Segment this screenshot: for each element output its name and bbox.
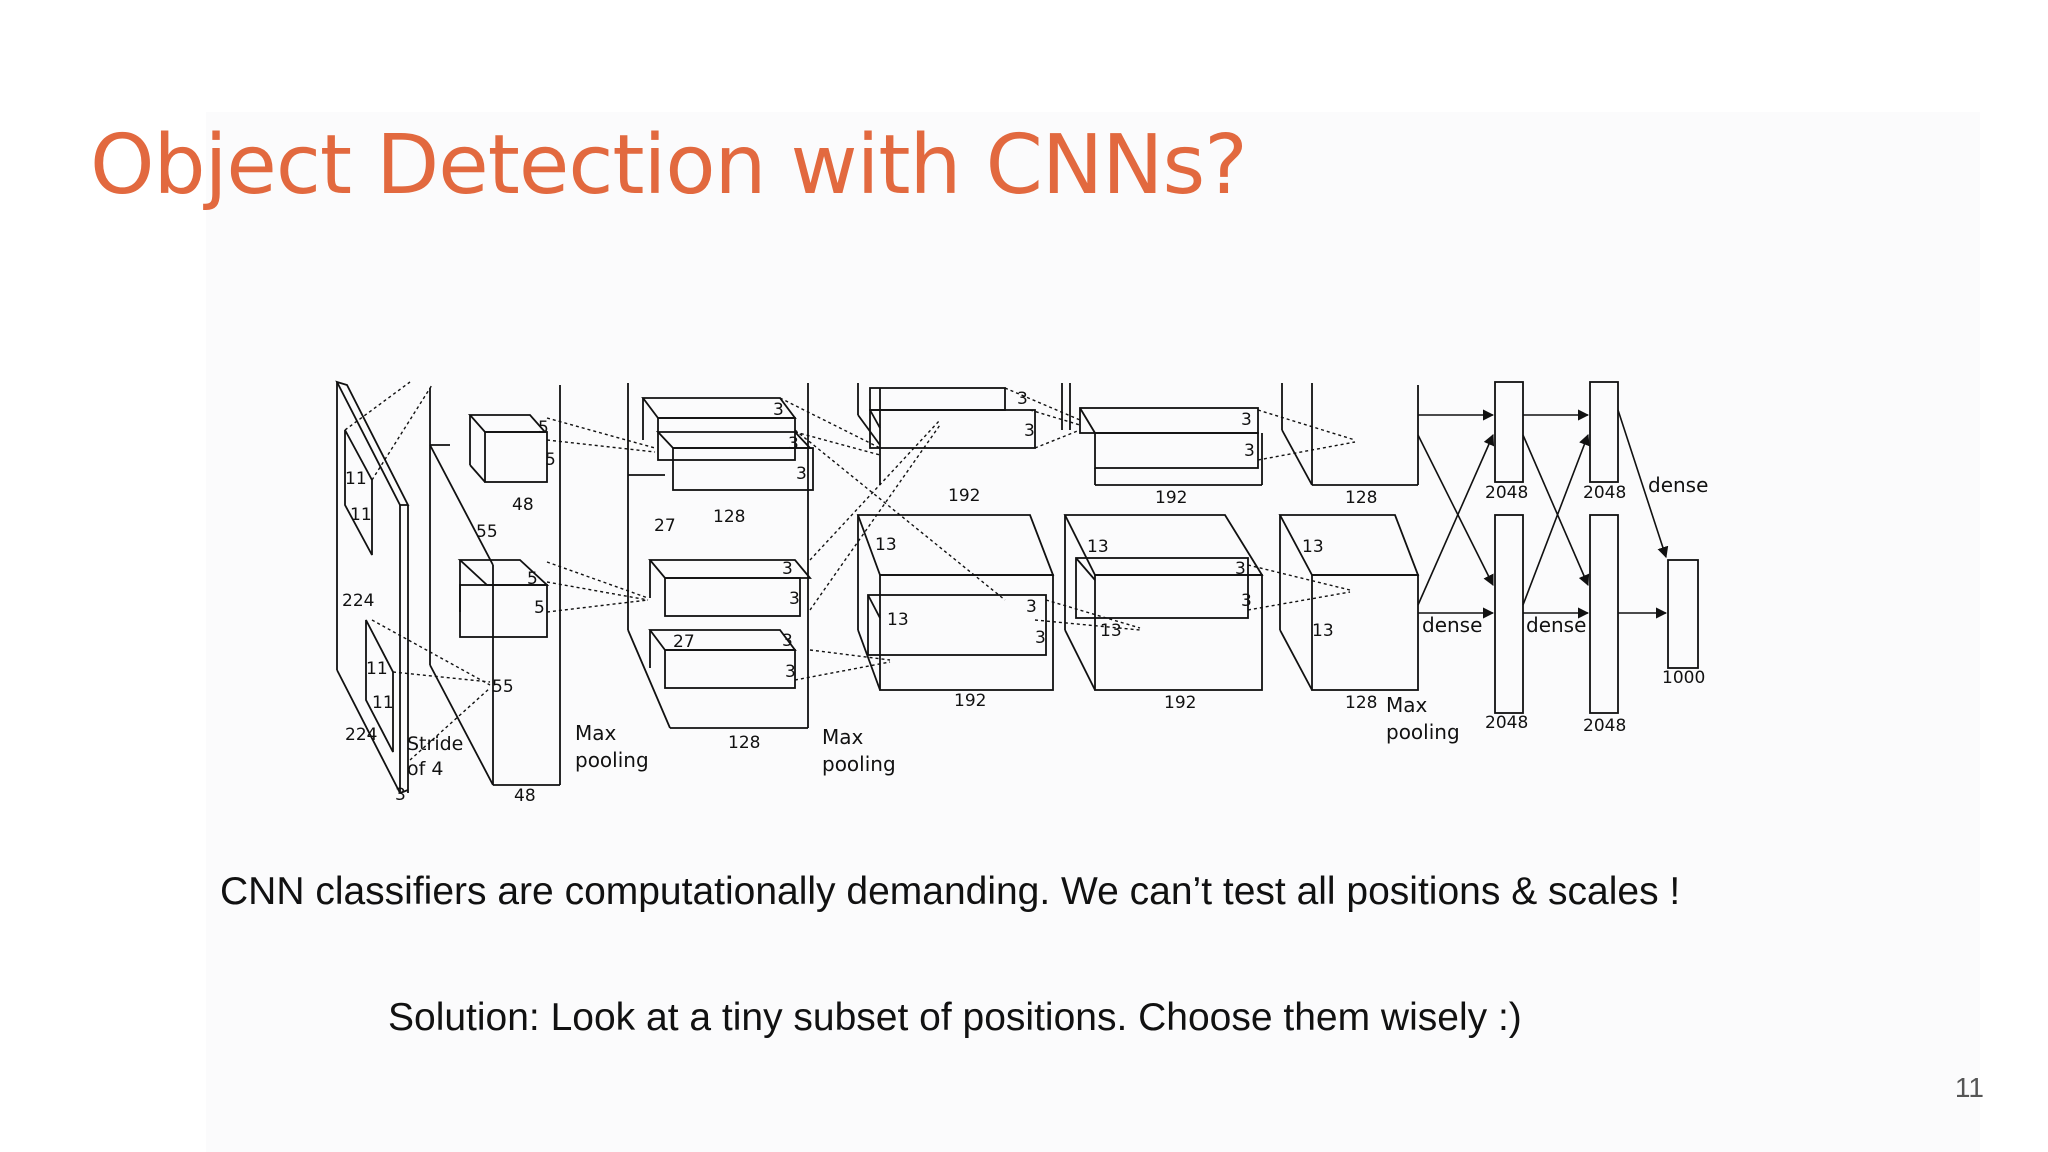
label-3j: 3 xyxy=(1026,597,1037,617)
label-pooling-2: pooling xyxy=(822,752,896,776)
label-192d: 192 xyxy=(1164,693,1196,713)
page-number: 11 xyxy=(1954,1072,1984,1103)
label-3a: 3 xyxy=(773,400,784,420)
label-128a: 128 xyxy=(713,507,745,527)
label-3d: 3 xyxy=(782,559,793,579)
slide-background xyxy=(206,112,1980,1152)
label-128d: 128 xyxy=(1345,693,1377,713)
label-192b: 192 xyxy=(954,691,986,711)
label-3f: 3 xyxy=(782,631,793,651)
label-2048b: 2048 xyxy=(1583,483,1626,503)
label-192a: 192 xyxy=(948,486,980,506)
label-13c: 13 xyxy=(1087,537,1109,557)
label-stride: Stride xyxy=(407,733,463,755)
label-dense-1: dense xyxy=(1422,613,1482,637)
label-27a: 27 xyxy=(654,516,676,536)
slide-title: Object Detection with CNNs? xyxy=(90,118,1248,213)
label-11a: 11 xyxy=(345,469,367,489)
label-3o: 3 xyxy=(1241,591,1252,611)
label-13f: 13 xyxy=(1312,621,1334,641)
label-13e: 13 xyxy=(1302,537,1324,557)
label-13b: 13 xyxy=(887,610,909,630)
label-3i: 3 xyxy=(1024,421,1035,441)
label-3b: 3 xyxy=(788,434,799,454)
label-3-channels: 3 xyxy=(395,785,406,805)
label-max-3: Max xyxy=(1386,693,1428,717)
body-text-line-2: Solution: Look at a tiny subset of posit… xyxy=(388,996,1522,1039)
label-2048d: 2048 xyxy=(1583,716,1626,736)
cnn-architecture-diagram: 224 224 3 11 11 11 11 Stride of 4 55 55 … xyxy=(335,380,1708,806)
label-13a: 13 xyxy=(875,535,897,555)
label-128c: 128 xyxy=(1345,488,1377,508)
label-3g: 3 xyxy=(785,662,796,682)
label-max-2: Max xyxy=(822,725,864,749)
label-224-input: 224 xyxy=(342,591,374,611)
label-2048a: 2048 xyxy=(1485,483,1528,503)
label-224-bottom: 224 xyxy=(345,725,377,745)
label-1000: 1000 xyxy=(1662,668,1705,688)
label-of4: of 4 xyxy=(407,758,443,780)
label-55a: 55 xyxy=(476,522,498,542)
label-5c: 5 xyxy=(527,569,538,589)
label-11b: 11 xyxy=(350,505,372,525)
label-pooling-3: pooling xyxy=(1386,720,1460,744)
label-dense-3: dense xyxy=(1648,473,1708,497)
label-192c: 192 xyxy=(1155,488,1187,508)
label-13d: 13 xyxy=(1100,621,1122,641)
label-3h: 3 xyxy=(1017,389,1028,409)
label-55b: 55 xyxy=(492,677,514,697)
label-3l: 3 xyxy=(1241,410,1252,430)
label-128b: 128 xyxy=(728,733,760,753)
label-2048c: 2048 xyxy=(1485,713,1528,733)
label-max-1: Max xyxy=(575,721,617,745)
label-11c: 11 xyxy=(366,659,388,679)
label-3k: 3 xyxy=(1035,628,1046,648)
label-5b: 5 xyxy=(545,450,556,470)
label-11d: 11 xyxy=(372,693,394,713)
label-27b: 27 xyxy=(673,632,695,652)
label-dense-2: dense xyxy=(1526,613,1586,637)
label-3e: 3 xyxy=(789,589,800,609)
label-48a: 48 xyxy=(512,495,534,515)
body-text-line-1: CNN classifiers are computationally dema… xyxy=(220,870,1681,913)
label-48b: 48 xyxy=(514,786,536,806)
label-pooling-1: pooling xyxy=(575,748,649,772)
label-5d: 5 xyxy=(534,598,545,618)
label-3m: 3 xyxy=(1244,441,1255,461)
label-3c: 3 xyxy=(796,464,807,484)
label-3n: 3 xyxy=(1235,559,1246,579)
label-5a: 5 xyxy=(538,418,549,438)
